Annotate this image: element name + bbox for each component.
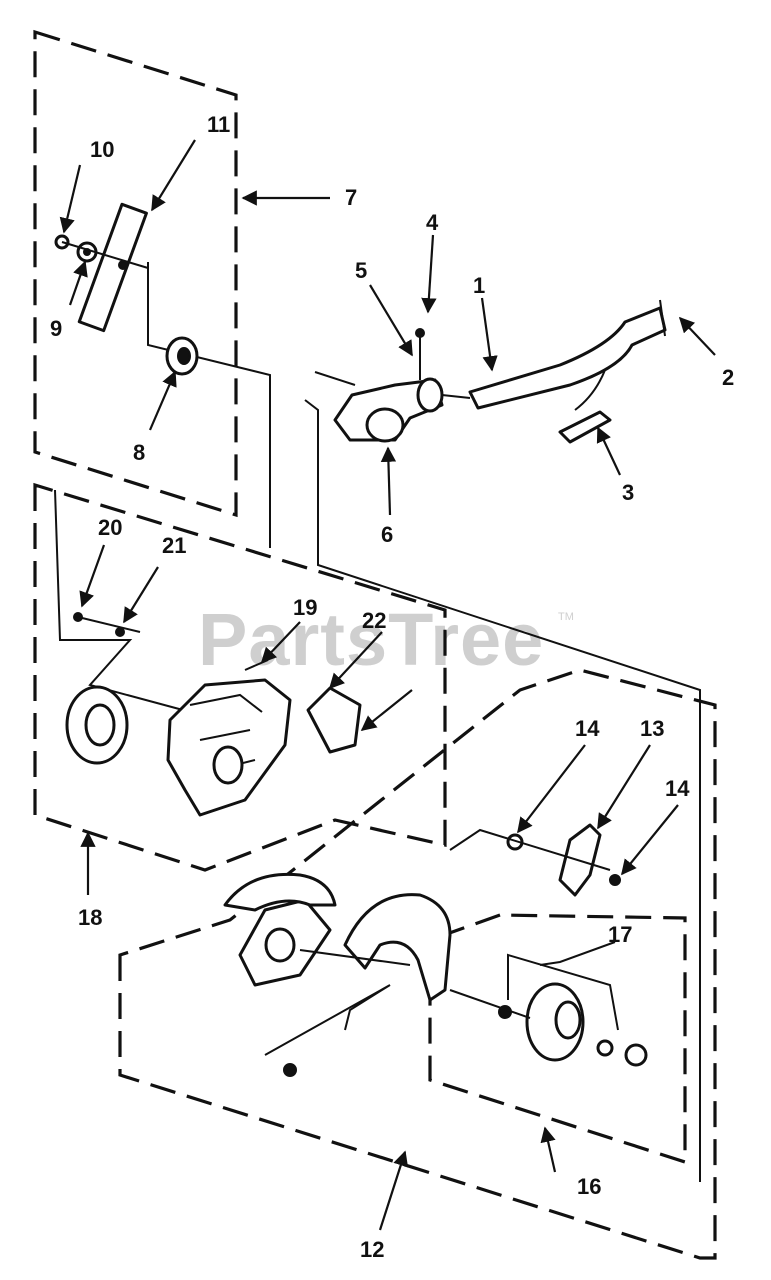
part-12-nut xyxy=(283,1063,297,1077)
part-17-gear-hub xyxy=(554,1000,582,1040)
part-18-housing-hub xyxy=(212,745,244,785)
watermark-text: PartsTree xyxy=(198,598,544,681)
callout-1: 1 xyxy=(473,273,485,298)
callout-12: 12 xyxy=(360,1237,384,1262)
part-12-crank-arm xyxy=(343,893,452,1002)
part-11-handle xyxy=(77,202,148,333)
part-14-washer-right xyxy=(609,874,621,886)
callout-arrow-22b xyxy=(360,689,413,731)
callout-9: 9 xyxy=(50,316,62,341)
callout-arrow-9 xyxy=(68,260,88,306)
callout-8: 8 xyxy=(133,440,145,465)
callout-14-left: 14 xyxy=(575,716,600,741)
callout-arrow-6 xyxy=(380,446,397,516)
callout-13: 13 xyxy=(640,716,664,741)
callout-arrow-3 xyxy=(596,426,621,476)
callout-arrow-4 xyxy=(421,234,437,314)
part-3-bracket xyxy=(558,410,612,444)
callout-arrow-10 xyxy=(59,164,82,234)
callout-6: 6 xyxy=(381,522,393,547)
callout-22: 22 xyxy=(362,608,386,633)
part-1-connector xyxy=(441,394,471,399)
part-10-bolt-line xyxy=(61,241,149,269)
group-boundary-18 xyxy=(33,482,447,872)
callout-3: 3 xyxy=(622,480,634,505)
part-12-nut-line xyxy=(264,984,391,1056)
callout-leader-17 xyxy=(539,941,616,966)
callout-arrow-19 xyxy=(260,621,301,664)
callout-21: 21 xyxy=(162,533,186,558)
part-12-deflector xyxy=(223,872,337,912)
part-4-pin xyxy=(415,328,425,338)
callout-arrow-8 xyxy=(148,370,177,431)
subassembly-line-12 xyxy=(304,399,701,1182)
part-17-shaft xyxy=(449,989,531,1019)
subassembly-line-18 xyxy=(54,489,221,721)
part-22-plate xyxy=(306,686,362,754)
callout-19: 19 xyxy=(293,595,317,620)
callout-4: 4 xyxy=(426,210,439,235)
part-1-tube xyxy=(468,306,667,410)
callout-arrow-11 xyxy=(151,139,196,212)
callout-arrow-14b xyxy=(621,804,679,876)
callout-18: 18 xyxy=(78,905,102,930)
callout-5: 5 xyxy=(355,258,367,283)
callout-arrow-16 xyxy=(540,1126,557,1173)
callout-arrow-14a xyxy=(517,744,586,834)
part-18-flange-hole xyxy=(84,703,116,747)
watermark-trademark: TM xyxy=(558,611,574,623)
part-8-bushing-inner xyxy=(177,347,191,365)
subassembly-line-7 xyxy=(147,262,271,548)
callout-7: 7 xyxy=(345,185,357,210)
group-boundary-12 xyxy=(118,668,717,1260)
part-17-washer xyxy=(596,1039,614,1057)
part-12-shaft xyxy=(299,949,411,966)
part-13-line xyxy=(449,828,611,871)
callout-arrow-22 xyxy=(328,631,383,690)
callout-20: 20 xyxy=(98,515,122,540)
callout-arrow-2 xyxy=(678,316,716,356)
part-21-screw xyxy=(115,627,125,637)
part-2-tube-end xyxy=(659,299,666,337)
callout-11: 11 xyxy=(207,112,230,137)
callout-10: 10 xyxy=(90,137,114,162)
callout-14-right: 14 xyxy=(665,776,690,801)
callout-2: 2 xyxy=(722,365,734,390)
callout-arrow-13 xyxy=(597,744,651,830)
part-3-bracket-link xyxy=(574,369,606,411)
part-12-chute-plate-hole xyxy=(264,927,296,963)
part-5-elbow-ring xyxy=(416,377,444,413)
callout-16: 16 xyxy=(577,1174,601,1199)
group-boundary-7 xyxy=(33,29,238,518)
callout-arrow-12 xyxy=(378,1150,409,1231)
part-6-elbow-mouth xyxy=(365,407,405,443)
part-6-bolt-line xyxy=(314,371,356,386)
part-17-cap xyxy=(624,1043,648,1067)
part-11-pivot xyxy=(118,260,128,270)
callout-arrow-21 xyxy=(123,566,159,624)
callout-arrow-5 xyxy=(369,284,413,357)
callout-arrow-1 xyxy=(480,297,498,372)
part-20-21-line xyxy=(77,616,141,633)
part-17-bracket-line xyxy=(507,953,619,1031)
callout-17: 17 xyxy=(608,922,632,947)
callout-arrow-20 xyxy=(79,544,106,608)
